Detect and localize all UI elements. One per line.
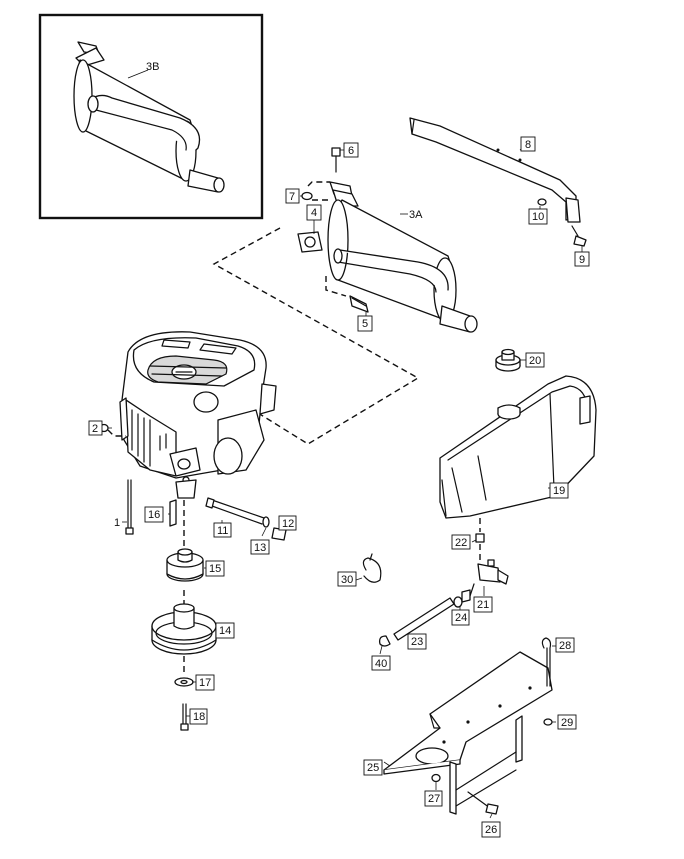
nut-27 <box>431 773 441 783</box>
callout-3b: 3B <box>146 61 159 73</box>
callout-26: 26 <box>485 824 497 836</box>
callout-7: 7 <box>289 191 295 203</box>
callout-8: 8 <box>525 139 531 151</box>
valve-21 <box>469 559 509 597</box>
muffler-3a <box>327 181 478 333</box>
hose-23 <box>393 597 455 641</box>
pulley-15 <box>166 548 204 582</box>
washer-13 <box>262 516 270 528</box>
callout-16: 16 <box>148 509 160 521</box>
muffler-3b <box>73 41 225 193</box>
callout-13: 13 <box>254 542 266 554</box>
callout-4: 4 <box>311 207 317 219</box>
fitting-22 <box>475 518 485 560</box>
bolt-6 <box>331 147 341 173</box>
bolt-9 <box>571 225 587 247</box>
callout-22: 22 <box>455 537 467 549</box>
callout-6: 6 <box>348 145 354 157</box>
callout-28: 28 <box>559 640 571 652</box>
washer-17 <box>174 677 194 687</box>
callout-12: 12 <box>282 518 294 530</box>
callout-15: 15 <box>209 563 221 575</box>
callout-25: 25 <box>367 762 379 774</box>
bolt-11 <box>205 497 265 525</box>
nut-10 <box>537 198 547 206</box>
callout-19: 19 <box>553 485 565 497</box>
bolt-1 <box>125 479 134 535</box>
gasket-4 <box>297 231 323 253</box>
engine <box>119 331 277 499</box>
callout-11: 11 <box>217 525 228 537</box>
bolt-26 <box>467 791 499 815</box>
callout-21: 21 <box>477 599 489 611</box>
callout-17: 17 <box>199 677 211 689</box>
clamp-24 <box>453 589 471 608</box>
callout-labels: 3B 3A 1 6 7 4 5 8 10 9 2 16 11 12 13 15 … <box>88 61 590 838</box>
clamp-30 <box>362 553 382 583</box>
clamp-40 <box>378 635 391 647</box>
callout-23: 23 <box>411 636 423 648</box>
callout-10: 10 <box>532 211 544 223</box>
pulley-14 <box>151 603 217 655</box>
callout-29: 29 <box>561 717 573 729</box>
callout-2: 2 <box>92 423 98 435</box>
callout-1: 1 <box>114 517 120 529</box>
callout-9: 9 <box>579 254 585 266</box>
callout-27: 27 <box>428 793 440 805</box>
fuel-tank-19 <box>439 375 597 519</box>
nut-29 <box>543 718 553 726</box>
fuel-cap-20 <box>495 348 521 372</box>
callout-40: 40 <box>375 658 387 670</box>
muffler-routing-dash <box>212 227 420 445</box>
bolt-5 <box>349 295 369 313</box>
bolt-18 <box>180 703 189 731</box>
bracket-8 <box>409 117 581 223</box>
heat-shield-25 <box>383 651 553 815</box>
callout-30: 30 <box>341 574 353 586</box>
callout-24: 24 <box>455 612 467 624</box>
callout-18: 18 <box>193 711 205 723</box>
callout-14: 14 <box>219 625 231 637</box>
callout-3a: 3A <box>409 209 423 221</box>
callout-20: 20 <box>529 355 541 367</box>
nut-7 <box>301 181 330 201</box>
pin-16 <box>169 499 177 527</box>
callout-5: 5 <box>362 318 368 330</box>
bolt-28 <box>541 637 552 687</box>
